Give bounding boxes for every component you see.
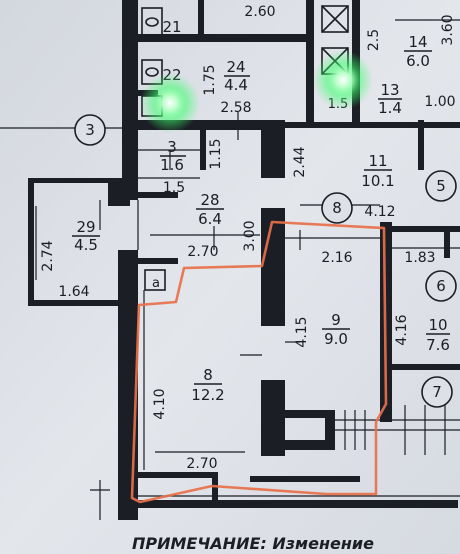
dim-2-44: 2.44 <box>292 146 308 177</box>
room-9-area: 9.0 <box>324 330 348 348</box>
room-10-area: 7.6 <box>426 336 450 354</box>
room-a-label: a <box>152 276 160 291</box>
room-13-label: 13 <box>380 81 399 99</box>
axis-5-label: 5 <box>436 177 446 195</box>
dim-4-16: 4.16 <box>394 314 410 345</box>
axis-8 <box>321 192 353 224</box>
room-3-label: 3 <box>167 138 177 156</box>
dim-1-15: 1.15 <box>208 138 224 169</box>
room-24-label: 24 <box>226 58 245 76</box>
dim-1-75: 1.75 <box>202 64 218 95</box>
axis-markers <box>74 114 457 408</box>
dim-2-5: 2.5 <box>366 29 382 51</box>
dim-2-16: 2.16 <box>321 250 352 266</box>
dim-2-58: 2.58 <box>220 100 251 116</box>
room-8-label: 8 <box>203 366 213 384</box>
dim-2-70-bottom: 2.70 <box>186 456 217 472</box>
room-21-label: 21 <box>162 18 181 36</box>
dim-2-74: 2.74 <box>40 240 56 271</box>
dim-1-5: 1.5 <box>163 180 185 196</box>
room-28-label: 28 <box>200 191 219 209</box>
room-3-area: 1.6 <box>160 156 184 174</box>
axis-3-label: 3 <box>85 121 95 139</box>
dim-top-2-60: 2.60 <box>244 4 275 20</box>
room-29-area: 4.5 <box>74 236 98 254</box>
axis-labels: 3 8 5 6 7 <box>85 121 446 401</box>
dim-3-60: 3.60 <box>440 14 456 45</box>
axis-8-label: 8 <box>332 199 342 217</box>
room-29-label: 29 <box>76 218 95 236</box>
room-14-label: 14 <box>408 33 427 51</box>
room-11-area: 10.1 <box>361 172 394 190</box>
indicator-lights <box>140 50 373 133</box>
room-11-label: 11 <box>368 152 387 170</box>
dim-1-00: 1.00 <box>424 94 455 110</box>
dim-4-15: 4.15 <box>294 316 310 347</box>
room-14-area: 6.0 <box>406 52 430 70</box>
highlight-outline <box>130 220 388 504</box>
room-28-area: 6.4 <box>198 210 222 228</box>
axis-5 <box>425 170 457 202</box>
light-left <box>140 73 200 133</box>
room-10-label: 10 <box>428 316 447 334</box>
axis-7-label: 7 <box>432 383 442 401</box>
room-13-area: 1.4 <box>378 99 402 117</box>
dim-4-12: 4.12 <box>364 204 395 220</box>
dim-1-83: 1.83 <box>404 250 435 266</box>
room-labels: 21 22 24 4.4 13 1.4 14 6.0 3 1.6 11 10.1… <box>74 18 450 404</box>
room-9-label: 9 <box>331 311 341 329</box>
note-text: ПРИМЕЧАНИЕ: Изменение <box>132 534 374 553</box>
dim-1-64: 1.64 <box>58 284 89 300</box>
light-right <box>313 50 373 110</box>
room-24-area: 4.4 <box>224 76 248 94</box>
room-8-area: 12.2 <box>191 386 224 404</box>
dim-3-00: 3.00 <box>242 220 258 251</box>
dim-4-10: 4.10 <box>152 388 168 419</box>
dim-2-70-top: 2.70 <box>187 244 218 260</box>
axis-3 <box>74 114 106 146</box>
axis-6-label: 6 <box>436 277 446 295</box>
dimension-labels: 2.60 2.5 3.60 1.75 2.58 1.00 1.15 2.44 1… <box>40 4 456 472</box>
room-underlines <box>72 50 450 385</box>
axis-7 <box>421 376 453 408</box>
thin-lines <box>0 19 460 520</box>
axis-6 <box>425 270 457 302</box>
walls <box>28 0 460 520</box>
